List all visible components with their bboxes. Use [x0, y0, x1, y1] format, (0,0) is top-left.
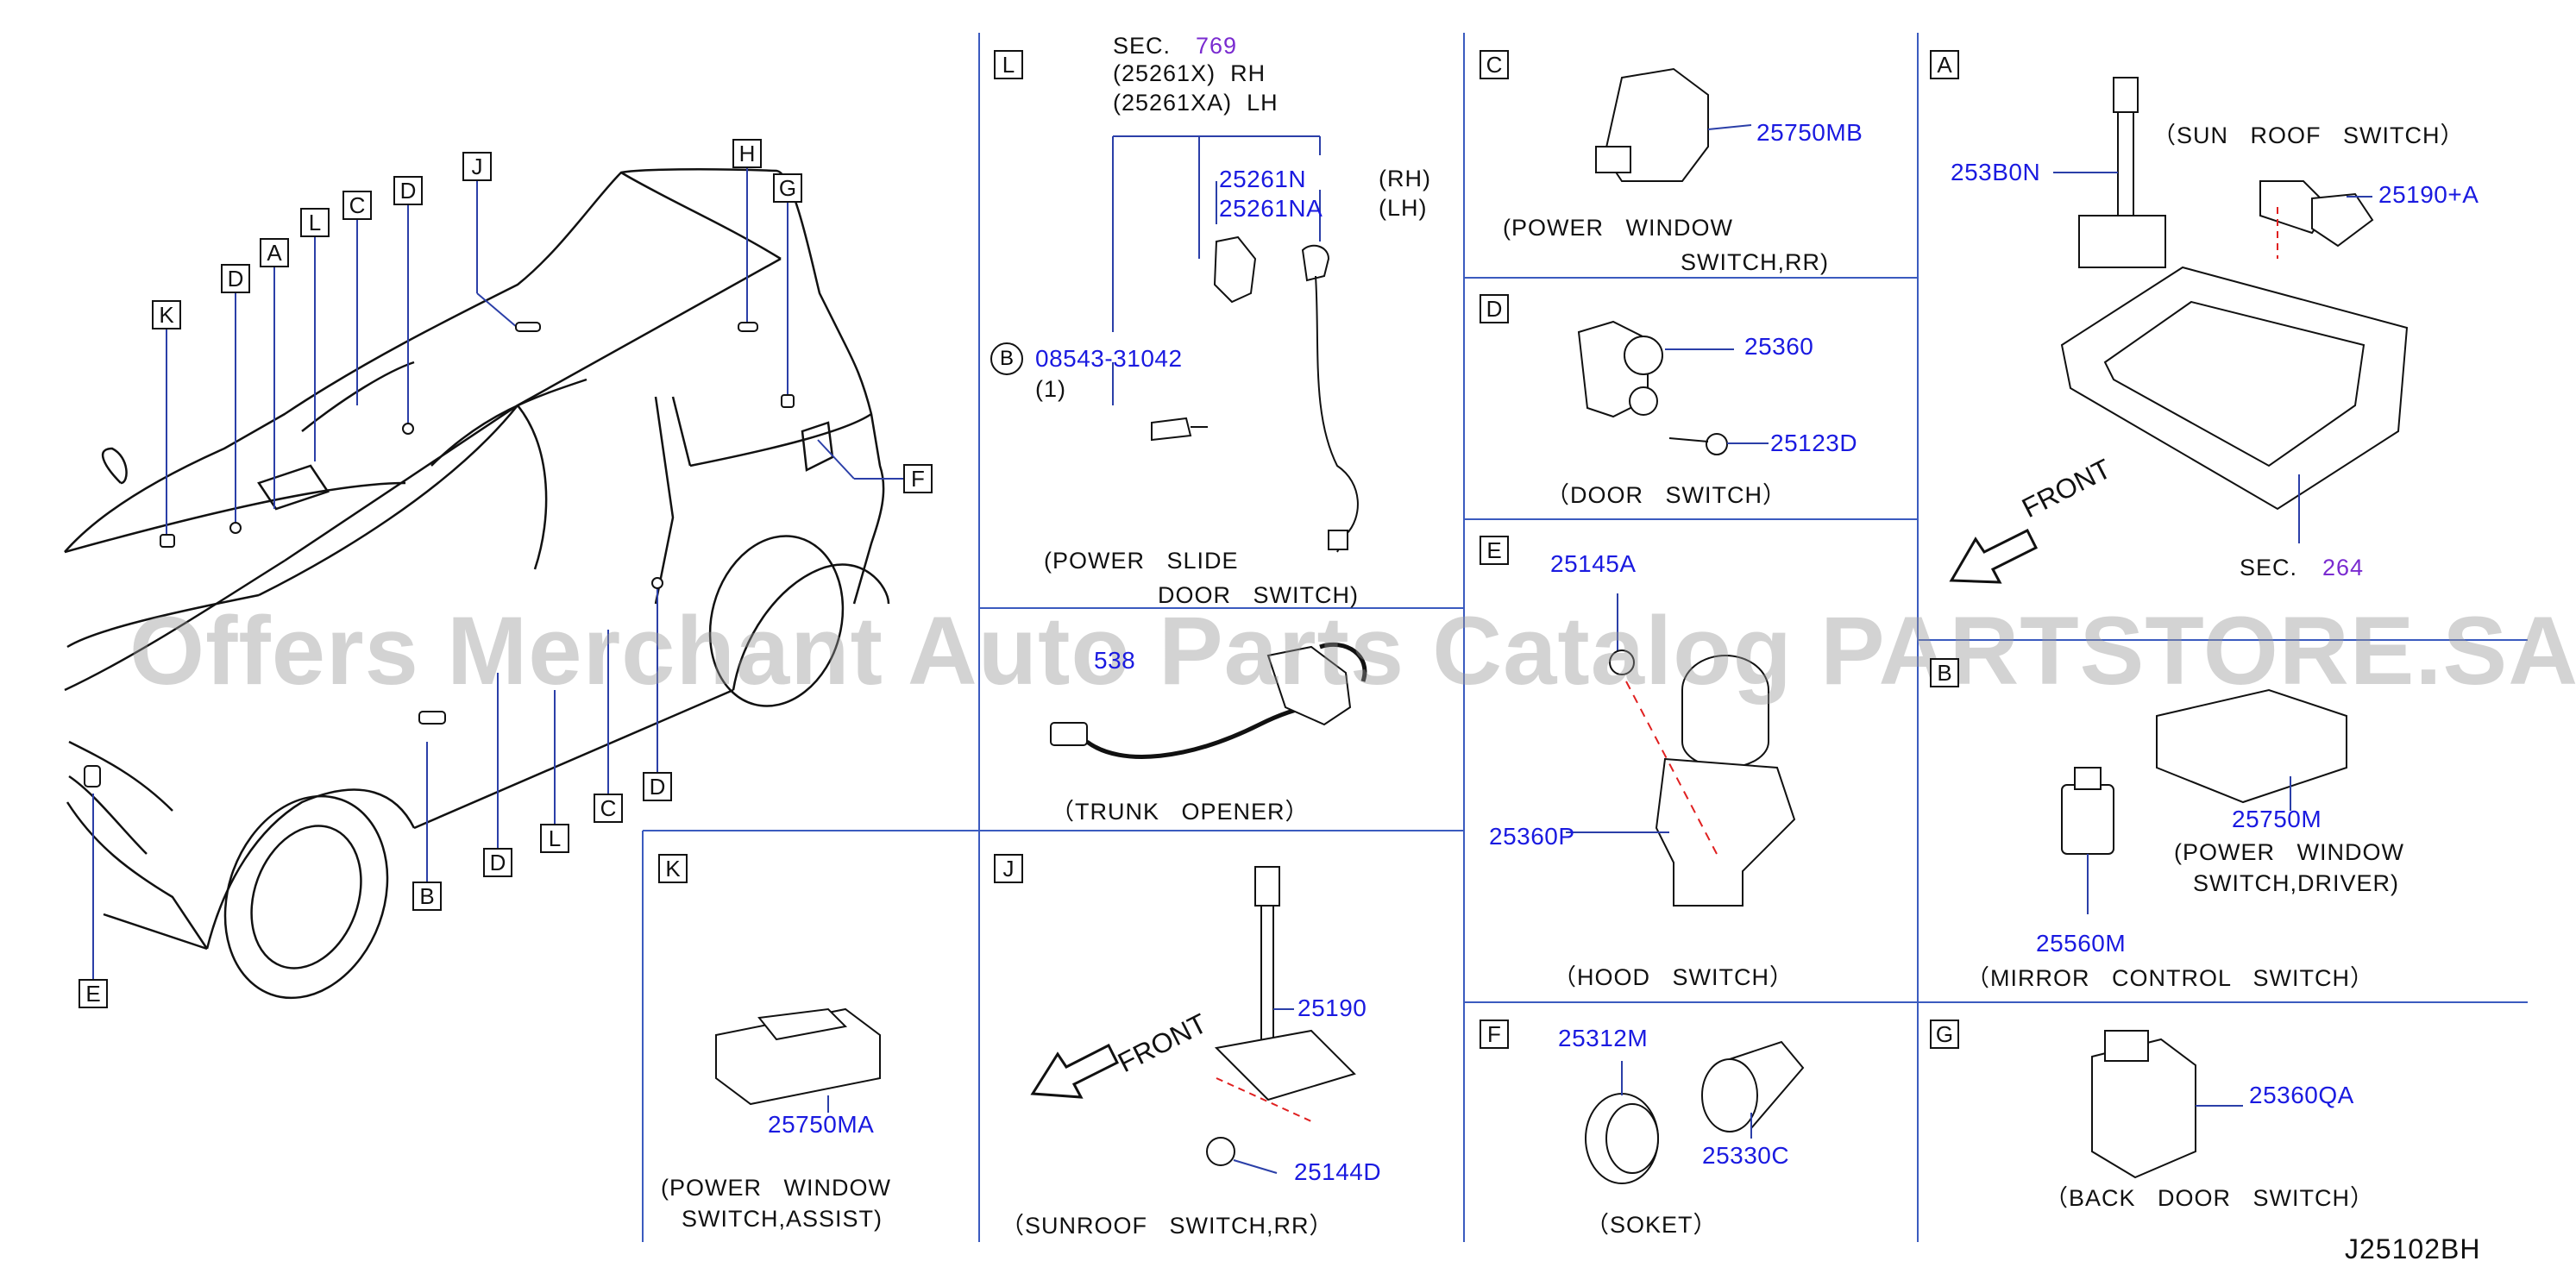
callout-l-box[interactable]: L [300, 208, 330, 237]
callout-c-box[interactable]: C [594, 794, 623, 823]
callout-b-box[interactable]: B [412, 882, 442, 911]
part-25360[interactable]: 25360 [1744, 333, 1814, 360]
callout-f-box[interactable]: F [903, 464, 933, 493]
panel-K-switch [715, 1007, 881, 1113]
part-08543-31042[interactable]: 08543-31042 [1035, 345, 1183, 372]
callout-l-box[interactable]: L [540, 824, 569, 853]
vehicle-leaders [92, 168, 903, 979]
panel-c-caption-2: SWITCH,RR) [1681, 249, 1829, 275]
callout-j-box[interactable]: J [462, 152, 492, 181]
panel-trunk-parts [1050, 642, 1367, 759]
panel-l-rh: (RH) [1379, 166, 1431, 191]
part-25330c[interactable]: 25330C [1702, 1142, 1790, 1169]
panel-d-letter: D [1480, 294, 1509, 323]
panel-J-parts [1206, 866, 1356, 1174]
part-253b0n[interactable]: 253B0N [1951, 159, 2041, 185]
panel-b-caption-3: （MIRROR CONTROL SWITCH） [1966, 965, 2374, 991]
panel-e-letter: E [1480, 536, 1509, 565]
panel-l-letter: L [994, 50, 1023, 79]
callout-k-box[interactable]: K [152, 300, 181, 329]
part-25144d[interactable]: 25144D [1294, 1158, 1382, 1185]
panel-e-caption: （HOOD SWITCH） [1553, 964, 1794, 990]
panel-l-caption-1: (POWER SLIDE [1044, 548, 1239, 574]
callout-d-box[interactable]: D [221, 264, 250, 293]
part-25360p[interactable]: 25360P [1489, 823, 1575, 850]
part-25145a[interactable]: 25145A [1550, 550, 1637, 577]
panel-F-parts [1585, 1040, 1805, 1184]
panel-grid-lines [642, 33, 2528, 1242]
part-538[interactable]: 538 [1094, 647, 1136, 674]
callout-e-box[interactable]: E [79, 979, 108, 1008]
panel-k-letter: K [658, 854, 688, 883]
callout-a-box[interactable]: A [260, 238, 289, 267]
panel-L-leaders [1112, 135, 1321, 405]
watermark-text: Offers Merchant Auto Parts Catalog PARTS… [129, 597, 2576, 705]
part-25560m[interactable]: 25560M [2036, 930, 2127, 957]
part-25261na[interactable]: 25261NA [1219, 195, 1323, 222]
callout-d-box[interactable]: D [393, 176, 423, 205]
callout-g-box[interactable]: G [773, 173, 802, 203]
panel-B-parts [2061, 688, 2347, 914]
part-25750ma[interactable]: 25750MA [768, 1111, 875, 1138]
part-25750mb[interactable]: 25750MB [1756, 119, 1863, 146]
panel-l-sec-number[interactable]: 769 [1196, 33, 1238, 59]
part-25190[interactable]: 25190 [1297, 995, 1367, 1021]
callout-h-box[interactable]: H [732, 139, 762, 168]
part-25312m[interactable]: 25312M [1558, 1025, 1649, 1051]
panel-d-caption: （DOOR SWITCH） [1546, 482, 1787, 508]
callout-c-box[interactable]: C [342, 191, 372, 220]
panel-b-caption-2: SWITCH,DRIVER) [2193, 870, 2399, 896]
vehicle-switch-marks [84, 322, 795, 787]
panel-a-letter: A [1930, 50, 1959, 79]
panel-D-switch [1577, 320, 1769, 455]
part-25123d[interactable]: 25123D [1770, 430, 1858, 456]
callout-d-box[interactable]: D [643, 772, 672, 801]
panel-a-sec-number[interactable]: 264 [2322, 555, 2365, 580]
document-id: J25102BH [2345, 1233, 2481, 1264]
panel-b-caption-1: (POWER WINDOW [2174, 839, 2404, 865]
panel-l-lh-line: (25261XA) LH [1113, 90, 1279, 116]
panel-g-caption: （BACK DOOR SWITCH） [2045, 1185, 2375, 1211]
bolt-circle-b: B [990, 342, 1023, 375]
panel-l-rh-line: (25261X) RH [1113, 60, 1266, 86]
panel-l-sec: SEC. [1113, 33, 1172, 59]
part-25750m[interactable]: 25750M [2232, 806, 2322, 832]
panel-j-caption: （SUNROOF SWITCH,RR） [1001, 1213, 1334, 1239]
panel-c-caption-1: (POWER WINDOW [1503, 215, 1733, 241]
front-arrows [1030, 528, 2039, 1099]
part-25261n[interactable]: 25261N [1219, 166, 1307, 192]
panel-l-lh: (LH) [1379, 195, 1428, 221]
panel-f-caption: （SOKET） [1586, 1212, 1718, 1238]
vehicle-outline [64, 168, 890, 1000]
panel-E-switch [1566, 593, 1796, 907]
part-25360qa[interactable]: 25360QA [2249, 1082, 2354, 1108]
part-25190-a[interactable]: 25190+A [2378, 181, 2479, 208]
panel-L-parts [1151, 235, 1359, 553]
panel-c-letter: C [1480, 50, 1509, 79]
panel-A-parts [2053, 77, 2409, 543]
panel-l-bolt-qty: (1) [1035, 376, 1066, 402]
panel-l-caption-2: DOOR SWITCH) [1158, 582, 1359, 608]
panel-f-letter: F [1480, 1020, 1509, 1049]
panel-a-sec: SEC. [2240, 555, 2298, 580]
panel-k-caption-1: (POWER WINDOW [661, 1175, 891, 1201]
panel-a-caption: （SUN ROOF SWITCH） [2152, 122, 2465, 148]
callout-d-box[interactable]: D [483, 848, 512, 877]
panel-k-caption-2: SWITCH,ASSIST) [682, 1206, 883, 1232]
panel-trunk-caption: （TRUNK OPENER） [1051, 799, 1310, 825]
panel-j-letter: J [994, 854, 1023, 883]
panel-C-switch [1595, 67, 1752, 182]
panel-G-switch [2091, 1030, 2243, 1179]
panel-g-letter: G [1930, 1020, 1959, 1049]
panel-b-letter: B [1930, 658, 1959, 687]
